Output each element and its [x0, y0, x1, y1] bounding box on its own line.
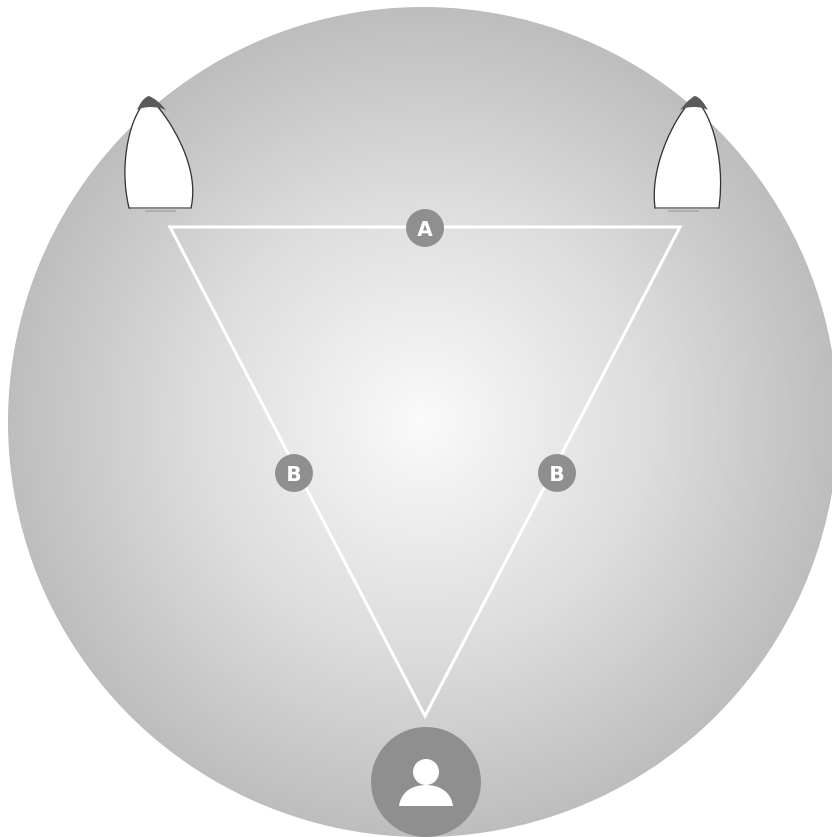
side-label-b-left-text: B — [286, 462, 301, 486]
side-label-b-left: B — [275, 454, 313, 492]
person-head-icon — [413, 759, 439, 785]
side-label-a-text: A — [417, 217, 433, 241]
side-label-a: A — [406, 209, 444, 247]
side-label-b-right: B — [538, 454, 576, 492]
listener-person-icon — [371, 727, 481, 837]
side-label-b-right-text: B — [549, 462, 564, 486]
